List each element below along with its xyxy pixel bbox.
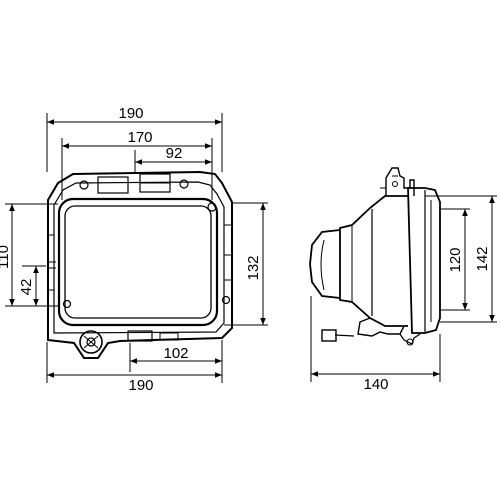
top-tab-left xyxy=(97,176,129,194)
dim-height-lower: 42 xyxy=(18,279,35,296)
dim-width-bottom: 190 xyxy=(128,377,153,394)
top-bracket xyxy=(385,167,415,196)
dim-inner-width: 170 xyxy=(127,129,152,146)
dim-inner-height: 120 xyxy=(447,247,464,272)
screw-hole-right-bottom xyxy=(221,295,231,305)
dim-depth: 140 xyxy=(363,376,388,393)
plug-connector xyxy=(321,329,337,342)
bottom-bracket xyxy=(357,317,405,337)
dim-lower-width: 102 xyxy=(163,345,188,362)
screw-hole-top-left xyxy=(79,180,89,190)
side-view-dimensions: 140 120 142 xyxy=(310,195,497,393)
dim-half-width: 92 xyxy=(166,145,183,162)
bottom-connector xyxy=(127,330,153,342)
screw-hole-right xyxy=(207,202,217,212)
dim-height-total: 110 xyxy=(0,245,12,269)
front-view-dimensions: 190 170 92 110 42 132 102 190 xyxy=(0,105,268,394)
dim-width-top: 190 xyxy=(118,105,143,122)
dim-outer-height: 142 xyxy=(474,246,491,271)
dim-lens-height: 132 xyxy=(245,255,262,280)
lens-inner xyxy=(64,205,212,319)
front-view xyxy=(47,170,233,359)
front-housing-inner xyxy=(53,181,225,334)
side-bezel xyxy=(407,187,441,334)
front-housing-outline xyxy=(47,170,233,359)
wire xyxy=(334,334,355,337)
side-body xyxy=(339,195,408,327)
adjuster-boss xyxy=(79,330,103,354)
lens-outer xyxy=(57,197,219,327)
screw-hole-top-right xyxy=(179,179,189,189)
screw-hole-left-bottom xyxy=(62,299,72,309)
side-view xyxy=(309,167,441,346)
bulb-cap xyxy=(309,229,341,299)
